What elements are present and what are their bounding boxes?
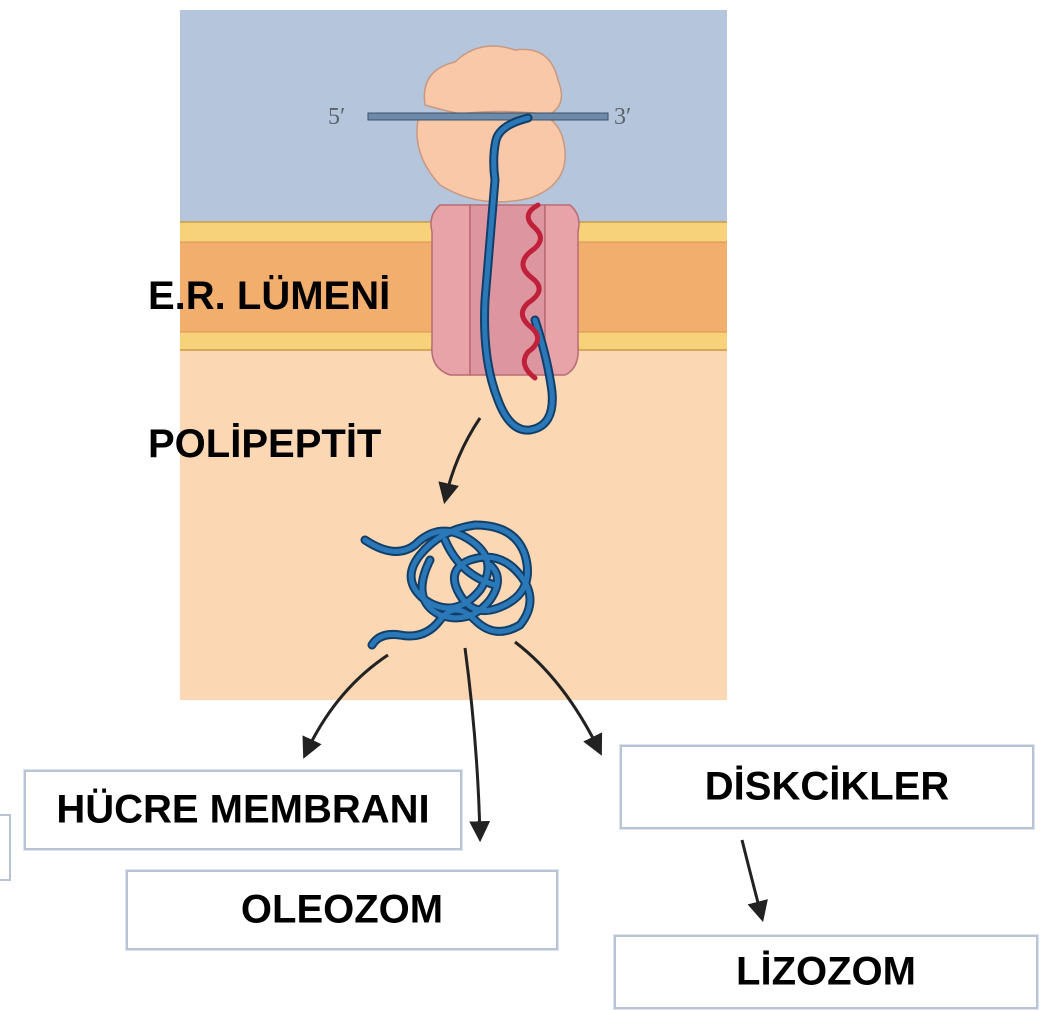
strand-3-label: 3′	[614, 104, 631, 130]
polypeptide-label: POLİPEPTİT	[148, 424, 381, 464]
er-lumen-label: E.R. LÜMENİ	[148, 276, 390, 316]
cell-membrane-box: HÜCRE MEMBRANI	[24, 770, 462, 850]
discs-box: DİSKCİKLER	[620, 745, 1034, 829]
mrna-strand	[368, 113, 608, 120]
cropped-box-edge	[0, 815, 10, 880]
translocon	[431, 205, 579, 375]
strand-5-label: 5′	[328, 104, 345, 130]
arrow-discs-to-lysosome	[742, 840, 762, 918]
discs-label: DİSKCİKLER	[622, 765, 1032, 810]
lumen-region	[180, 350, 727, 700]
cell-membrane-label: HÜCRE MEMBRANI	[26, 788, 460, 833]
lysosome-box: LİZOZOM	[614, 935, 1038, 1009]
oleosome-box: OLEOZOM	[126, 870, 558, 950]
lysosome-label: LİZOZOM	[616, 950, 1036, 995]
oleosome-label: OLEOZOM	[128, 888, 556, 933]
